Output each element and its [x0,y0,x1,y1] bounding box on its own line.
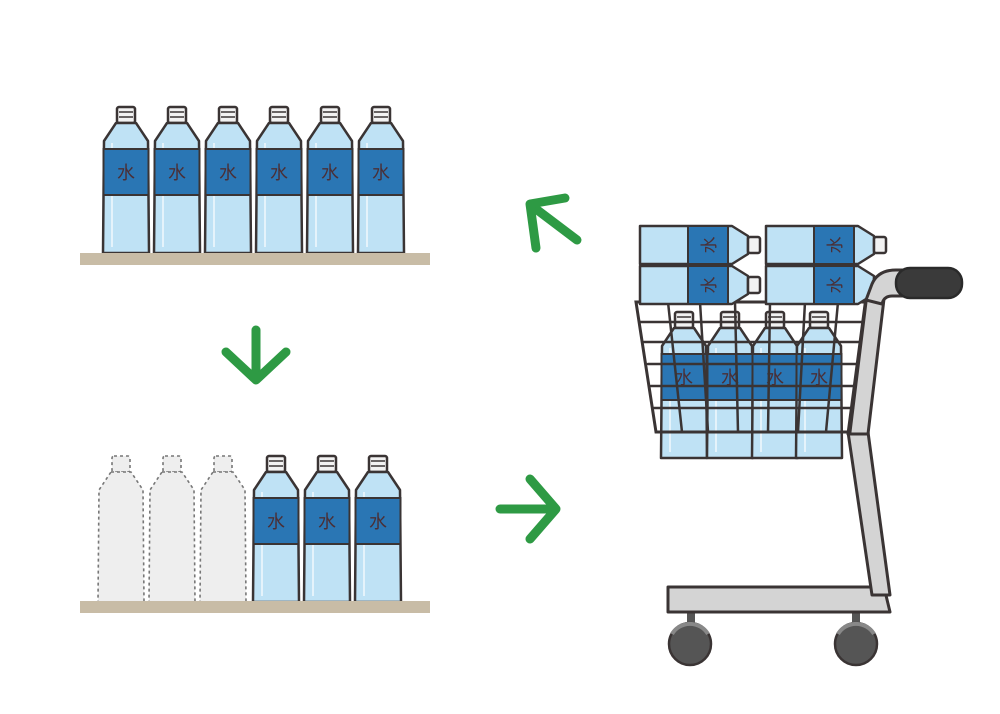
water-bottle-icon [152,105,202,255]
empty-bottle-slot-icon [148,455,196,603]
cart-pole [846,430,892,597]
water-bottle-icon [251,454,301,604]
cart-lying-bottles [638,224,888,306]
green-arrow-icon [525,193,582,253]
cart-wheel-icon [667,612,713,667]
top-shelf-group [80,105,430,265]
bottom-shelf-group [80,454,430,613]
water-bottle-icon [254,105,304,255]
green-arrow-icon [226,330,286,380]
top-shelf-board [80,253,430,265]
green-arrow-icon [495,474,561,544]
bottom-shelf-bottles [251,454,403,604]
water-bottle-icon [353,454,403,604]
bottom-shelf-board [80,601,430,613]
water-bottle-icon [638,224,762,266]
cart-handle [864,266,964,306]
empty-bottle-slot-icon [199,455,247,603]
water-bottle-icon [101,105,151,255]
water-bottle-icon [203,105,253,255]
water-bottle-icon [302,454,352,604]
water-bottle-icon [356,105,406,255]
cart-basket [634,300,868,434]
water-bottle-icon [305,105,355,255]
water-bottle-icon [764,224,888,266]
cart-base [666,585,892,614]
shopping-cart-icon [634,224,964,667]
bottom-shelf-empty-slots [97,455,247,603]
cart-wheel-icon [833,612,879,667]
water-bottle-icon [638,264,762,306]
empty-bottle-slot-icon [97,455,145,603]
top-shelf-bottles [101,105,406,255]
